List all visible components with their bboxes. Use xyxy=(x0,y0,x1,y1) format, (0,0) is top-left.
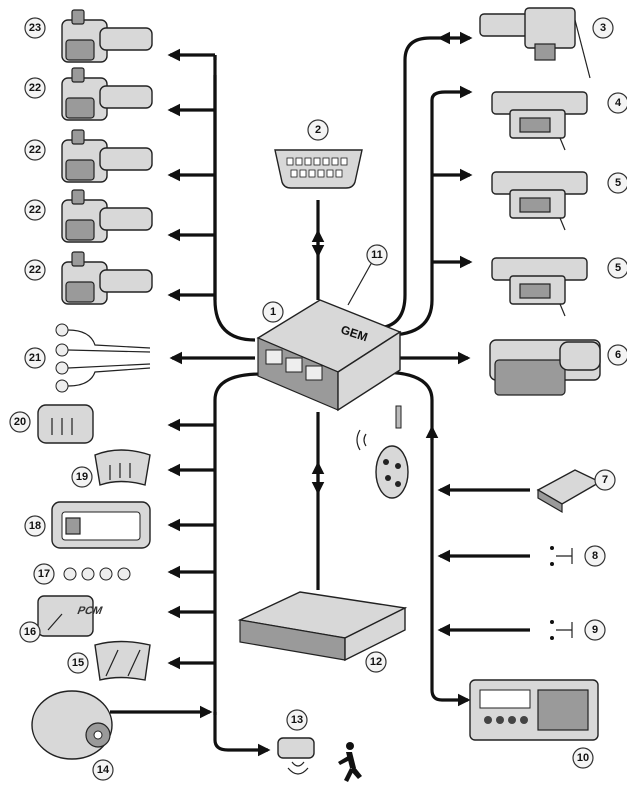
indicator-lamps xyxy=(56,324,150,392)
door-lock-actuator-4 xyxy=(492,92,587,150)
callout-14: 14 xyxy=(93,760,113,780)
svg-text:4: 4 xyxy=(615,97,622,109)
svg-text:19: 19 xyxy=(76,471,88,483)
bonnet-switch xyxy=(538,470,600,512)
callout-21: 21 xyxy=(25,348,45,368)
svg-text:13: 13 xyxy=(291,714,303,726)
callout-9: 9 xyxy=(585,620,605,640)
svg-text:9: 9 xyxy=(592,624,598,636)
callout-3: 3 xyxy=(593,18,613,38)
audio-unit xyxy=(470,680,598,740)
window-motor-22-d xyxy=(62,252,152,304)
callout-6: 6 xyxy=(608,345,627,365)
svg-text:20: 20 xyxy=(14,416,26,428)
rear-window-heater xyxy=(38,405,93,443)
callout-5-a: 5 xyxy=(608,173,627,193)
svg-text:15: 15 xyxy=(72,657,84,669)
window-motor-22-a xyxy=(62,68,152,120)
svg-text:8: 8 xyxy=(592,550,598,562)
svg-text:7: 7 xyxy=(602,474,608,486)
door-lock-actuator-5-a xyxy=(492,172,587,230)
svg-text:6: 6 xyxy=(615,349,621,361)
callout-22-b: 22 xyxy=(25,140,45,160)
pcm-label: PCM xyxy=(75,605,104,617)
svg-text:5: 5 xyxy=(615,262,621,274)
svg-text:16: 16 xyxy=(24,626,36,638)
person-icon xyxy=(338,742,362,782)
wiper-motor xyxy=(95,642,150,681)
svg-text:22: 22 xyxy=(29,82,41,94)
window-motor-22-b xyxy=(62,130,152,182)
callout-13: 13 xyxy=(287,710,307,730)
svg-text:1: 1 xyxy=(270,306,276,318)
callout-11: 11 xyxy=(367,245,387,265)
svg-text:22: 22 xyxy=(29,264,41,276)
interior-lamp xyxy=(52,502,150,548)
callout-5-b: 5 xyxy=(608,258,627,278)
horn xyxy=(278,738,314,774)
callout-23: 23 xyxy=(25,18,45,38)
luggage-compartment-switch xyxy=(550,620,572,640)
callout-7: 7 xyxy=(595,470,615,490)
callout-15: 15 xyxy=(68,653,88,673)
callout-17: 17 xyxy=(34,564,54,584)
svg-text:23: 23 xyxy=(29,22,41,34)
door-lock-actuator-5-b xyxy=(492,258,587,316)
callout-10: 10 xyxy=(573,748,593,768)
callout-8: 8 xyxy=(585,546,605,566)
svg-text:22: 22 xyxy=(29,204,41,216)
svg-text:5: 5 xyxy=(615,177,621,189)
callout-22-d: 22 xyxy=(25,260,45,280)
callout-4: 4 xyxy=(608,93,627,113)
callout-18: 18 xyxy=(25,516,45,536)
svg-text:2: 2 xyxy=(315,124,321,136)
callout-22-c: 22 xyxy=(25,200,45,220)
door-ajar-switch xyxy=(550,546,572,566)
callout-22-a: 22 xyxy=(25,78,45,98)
alternator xyxy=(32,691,112,759)
window-motor-23 xyxy=(62,10,152,62)
svg-text:11: 11 xyxy=(371,249,383,261)
svg-text:21: 21 xyxy=(29,352,41,364)
svg-text:18: 18 xyxy=(29,520,41,532)
svg-text:22: 22 xyxy=(29,144,41,156)
callout-19: 19 xyxy=(72,467,92,487)
callout-16: 16 xyxy=(20,622,40,642)
svg-text:17: 17 xyxy=(38,568,50,580)
tailgate-lock xyxy=(490,340,600,395)
svg-text:12: 12 xyxy=(370,656,382,668)
svg-text:10: 10 xyxy=(577,752,589,764)
svg-text:3: 3 xyxy=(600,22,606,34)
svg-text:14: 14 xyxy=(97,764,110,776)
direction-lamps xyxy=(64,568,130,580)
remote-key-icon xyxy=(357,406,408,498)
callout-1: 1 xyxy=(263,302,283,322)
callout-20: 20 xyxy=(10,412,30,432)
callout-12: 12 xyxy=(366,652,386,672)
ignition-switch xyxy=(480,8,590,78)
diagnostic-connector xyxy=(275,150,362,188)
windscreen-heater xyxy=(95,450,150,485)
callout-2: 2 xyxy=(308,120,328,140)
window-motor-22-c xyxy=(62,190,152,242)
